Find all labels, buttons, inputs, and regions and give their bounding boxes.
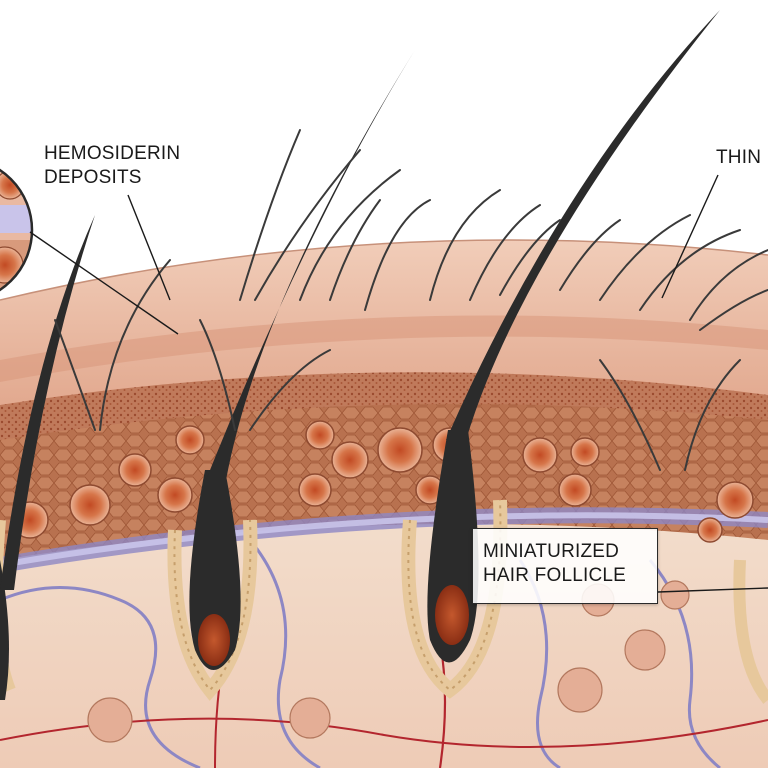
hemosiderin-label-line1: HEMOSIDERIN bbox=[44, 143, 181, 164]
miniaturized-label-line1: MINIATURIZED bbox=[483, 541, 620, 562]
leader-lines bbox=[29, 174, 768, 593]
miniaturized-label-line2: HAIR FOLLICLE bbox=[483, 565, 627, 586]
fine-hairs bbox=[54, 129, 768, 471]
thin-label-text: THIN bbox=[716, 147, 762, 168]
hair-follicle-icon bbox=[189, 470, 241, 670]
skin-surface-line bbox=[0, 239, 768, 301]
thin-label: THIN bbox=[716, 146, 761, 170]
hair-shaft-icon bbox=[0, 10, 720, 590]
hemosiderin-label-line2: DEPOSITS bbox=[44, 167, 142, 188]
dermal-cells bbox=[11, 420, 754, 543]
magnified-inset-circle bbox=[0, 158, 34, 302]
edge-follicle-icon bbox=[0, 560, 9, 700]
miniaturized-hair-follicle-label: MINIATURIZED HAIR FOLLICLE bbox=[472, 528, 658, 604]
hemosiderin-deposits-label: HEMOSIDERIN DEPOSITS bbox=[44, 142, 180, 190]
miniaturized-follicle-icon bbox=[427, 430, 479, 663]
fat-lobules bbox=[87, 580, 690, 743]
epidermis-edge bbox=[0, 315, 768, 382]
